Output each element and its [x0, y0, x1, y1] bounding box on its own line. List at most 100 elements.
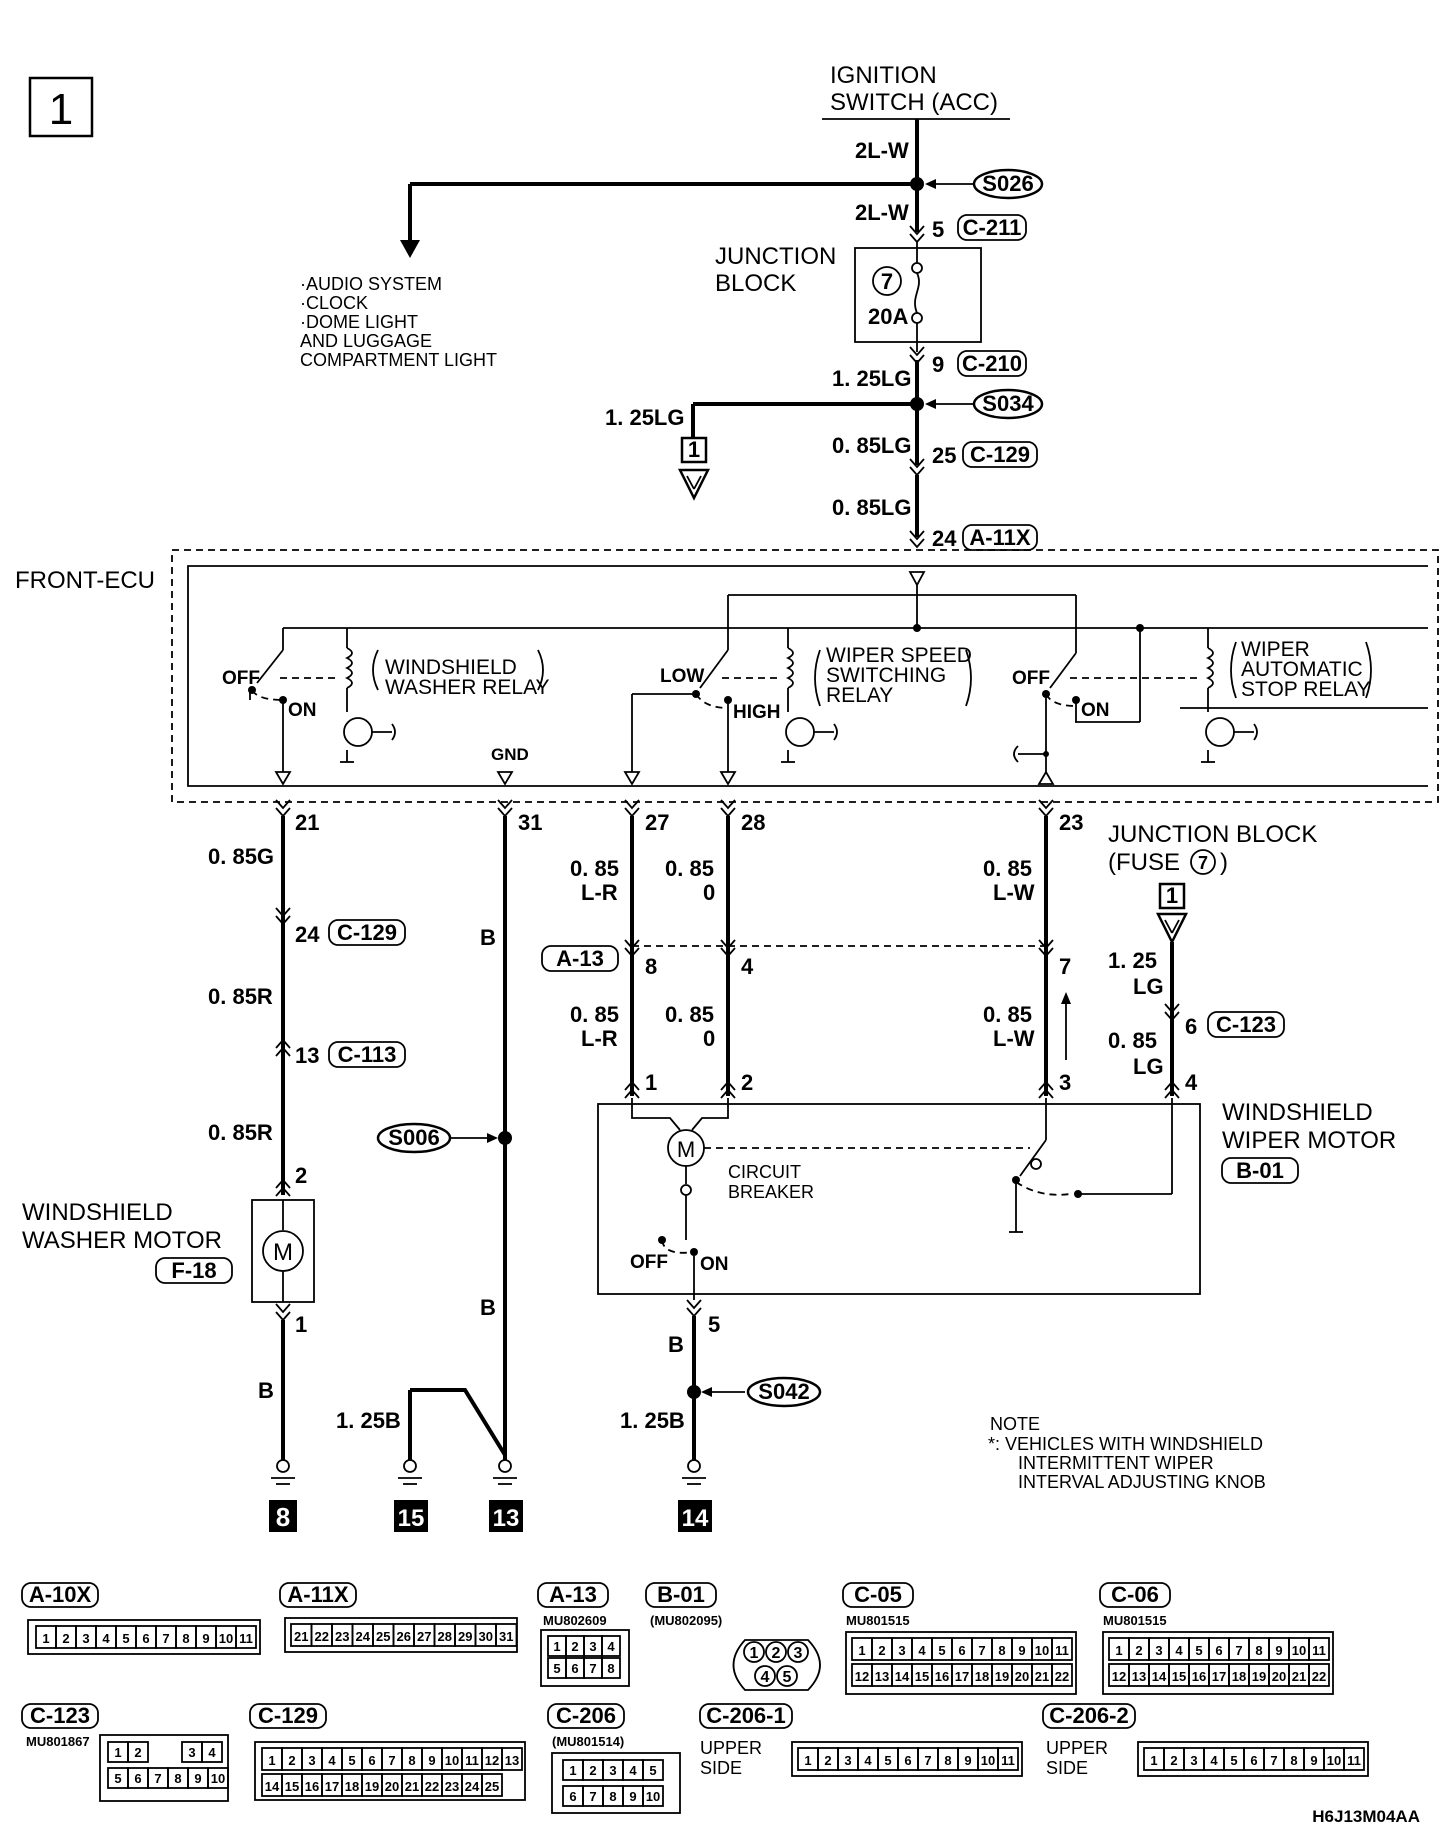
svg-text:(MU802095): (MU802095) [650, 1613, 722, 1628]
svg-text:MU801515: MU801515 [846, 1613, 910, 1628]
pin-7-a13: 7 [1059, 954, 1071, 979]
legend-cell-label: 7 [978, 1643, 985, 1658]
front-ecu-label: FRONT-ECU [15, 567, 155, 594]
svg-text:C-123: C-123 [30, 1703, 90, 1728]
legend-cell-label: 3 [609, 1763, 616, 1778]
legend-cell-label: 15 [915, 1669, 929, 1684]
wire-label-lw: L-W [993, 880, 1035, 905]
legend-cell [997, 1747, 1019, 1771]
legend-cell-label: 1 [553, 1639, 560, 1654]
legend-cell-label: 21 [1292, 1669, 1306, 1684]
legend-cell-label: 2 [134, 1745, 141, 1760]
legend-cell [201, 1741, 223, 1763]
svg-text:MU801867: MU801867 [26, 1734, 90, 1749]
connector-chevron [1038, 1080, 1054, 1099]
legend-cell-label: 6 [1250, 1753, 1257, 1768]
legend-cell-label: 20 [1015, 1669, 1029, 1684]
legend-b01: B-01 (MU802095) [645, 1582, 722, 1628]
legend-cell-label: 1 [569, 1763, 576, 1778]
note: NOTE *: VEHICLES WITH WINDSHIELD INTERMI… [988, 1414, 1266, 1492]
wiper-circuit: 27 28 0. 85 L-R 0. 85 0 23 0. 85 L-W A-1… [541, 799, 1396, 1460]
svg-text:M: M [677, 1137, 695, 1162]
legend-cell-label: 4 [208, 1745, 216, 1760]
legend-cell-label: 9 [1275, 1643, 1282, 1658]
legend-cell-label: 2 [62, 1631, 69, 1646]
wire-label-125b-motor: 1. 25B [620, 1408, 685, 1433]
ground-points: 8 15 13 14 [269, 1459, 712, 1532]
legend-pin [776, 1665, 798, 1687]
connector-housing [27, 1619, 261, 1655]
legend-cell-label: 5 [1230, 1753, 1237, 1768]
legend-cell-label: 7 [154, 1771, 161, 1786]
stop-relay-label-3: STOP RELAY [1241, 678, 1371, 701]
ecu-outline [171, 549, 1439, 803]
legend-cell [127, 1741, 149, 1763]
svg-text:C-113: C-113 [338, 1042, 397, 1067]
jb-fuse-label-1: JUNCTION BLOCK [1108, 821, 1317, 848]
legend-cell-label: 4 [1210, 1753, 1218, 1768]
junction-block-label-2: BLOCK [715, 270, 796, 297]
legend-cell-label: 7 [924, 1753, 931, 1768]
legend-cell-label: 26 [397, 1629, 411, 1644]
wire-label-b-motor: B [668, 1332, 684, 1357]
legend-cell-label: 21 [405, 1779, 419, 1794]
legend-c2062: C-206-2 UPPER SIDE [1042, 1703, 1136, 1778]
connector-chevron [624, 799, 640, 818]
wire-label-lw-2: L-W [993, 1026, 1035, 1051]
legend-cell-label: 30 [479, 1629, 493, 1644]
connector-chevron [686, 1299, 702, 1318]
svg-text:MU801515: MU801515 [1103, 1613, 1167, 1628]
svg-text:UPPER: UPPER [700, 1738, 762, 1758]
legend-cell-label: 16 [935, 1669, 949, 1684]
transistor-icon [343, 717, 373, 747]
ignition-switch-label-2: SWITCH (ACC) [830, 89, 998, 116]
legend-cell-label: 25 [485, 1779, 499, 1794]
legend-cell-label: 10 [1292, 1643, 1306, 1658]
svg-text:C-211: C-211 [963, 215, 1022, 240]
wire-label-085-o: 0. 85 [665, 856, 714, 881]
ground-15: 15 [394, 1459, 428, 1532]
wire-label-085-lg: 0. 85 [1108, 1028, 1157, 1053]
drawing-code: H6J13M04AA [1312, 1807, 1420, 1826]
connector-housing [254, 1741, 526, 1801]
wiper-motor-label-2: WIPER MOTOR [1222, 1127, 1396, 1154]
legend-cell-label: 2 [1170, 1753, 1177, 1768]
legend-cell-label: 19 [1252, 1669, 1266, 1684]
connector-housing [540, 1629, 630, 1687]
svg-text:7: 7 [881, 269, 893, 294]
ecu-pin-marker [623, 771, 641, 786]
svg-text:1: 1 [688, 437, 700, 462]
connector-tag-a13: A-13 [541, 945, 619, 972]
connector-chevron [909, 530, 925, 549]
legend-cell-label: 6 [368, 1753, 375, 1768]
wiper-stop-relay: OFF ON WIPER AUTOMATIC STOP RELAY [1012, 628, 1372, 772]
legend-cell-label: 3 [308, 1753, 315, 1768]
arrow-left-icon [925, 399, 936, 409]
legend-cell [1051, 1637, 1073, 1661]
wire-label-2lw-top: 2L-W [855, 138, 909, 163]
legend-cell-label: 23 [445, 1779, 459, 1794]
legend-cell-label: 8 [1255, 1643, 1262, 1658]
connector-tag-b01: B-01 [1221, 1157, 1299, 1184]
svg-text:C-206-2: C-206-2 [1049, 1703, 1128, 1728]
legend-cell-label: 10 [1327, 1753, 1341, 1768]
note-line-1: *: VEHICLES WITH WINDSHIELD [988, 1434, 1263, 1454]
speed-relay-high: HIGH [733, 702, 781, 723]
legend-cell-label: 28 [438, 1629, 452, 1644]
legend-cell-label: 12 [485, 1753, 499, 1768]
reference-tag-1-right: 1 [1155, 882, 1189, 945]
legend-cell-label: 20 [385, 1779, 399, 1794]
legend-cell-label: 11 [1312, 1643, 1326, 1658]
legend-pin-label: 1 [750, 1645, 759, 1662]
relay-coil-icon [1205, 647, 1214, 689]
legend-cell-label: 4 [629, 1763, 637, 1778]
stop-relay-on: ON [1081, 700, 1110, 721]
pin-2-motor: 2 [741, 1070, 753, 1095]
junction-block-box [854, 247, 982, 343]
legend-cell-label: 4 [864, 1753, 872, 1768]
